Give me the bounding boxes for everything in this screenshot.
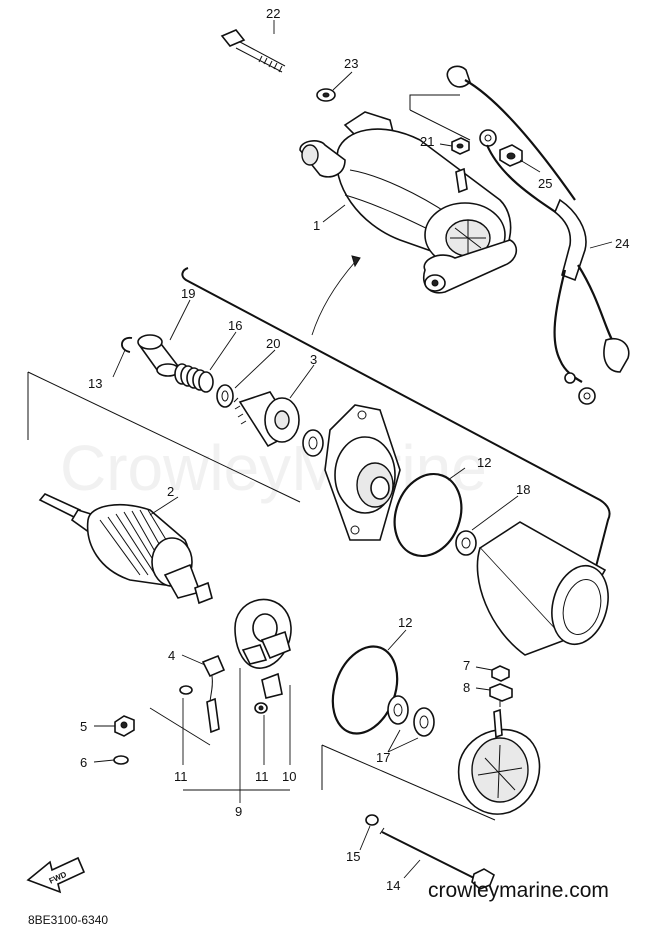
nut-21	[451, 137, 470, 155]
terminal-bolt-8	[489, 683, 513, 707]
rear-end-cover	[321, 708, 541, 821]
callout-20: 20	[266, 336, 280, 351]
yoke-housing	[476, 521, 609, 656]
callout-25: 25	[538, 176, 552, 191]
fwd-arrow-icon: FWD	[26, 856, 86, 894]
collar-19	[137, 334, 180, 377]
callout-labels: 22 23 1 21 25 24 19 16 20 3 13 2 12 18 1…	[80, 6, 629, 893]
callout-1: 1	[313, 218, 320, 233]
battery-cable-24	[446, 65, 630, 405]
callout-23: 23	[344, 56, 358, 71]
spring-16	[174, 363, 214, 393]
washer-23	[316, 88, 336, 102]
callout-17: 17	[376, 750, 390, 765]
callout-9: 9	[235, 804, 242, 819]
washer-small	[302, 429, 324, 457]
o-ring-12-upper	[393, 472, 463, 558]
diagram-code: 8BE3100-6340	[28, 913, 108, 927]
callout-19: 19	[181, 286, 195, 301]
callout-14: 14	[386, 878, 400, 893]
callout-8: 8	[463, 680, 470, 695]
pinion-clutch-3	[233, 391, 300, 448]
callout-4: 4	[168, 648, 175, 663]
nut-7	[491, 665, 510, 682]
website-label: crowleymarine.com	[428, 879, 609, 902]
through-bolt-14	[379, 827, 495, 890]
callout-13: 13	[88, 376, 102, 391]
callout-15: 15	[346, 849, 360, 864]
callout-18: 18	[516, 482, 530, 497]
assembly-arrow	[311, 255, 361, 336]
starter-motor-assembly-1	[299, 94, 518, 294]
front-bracket-housing	[324, 404, 401, 541]
callout-16: 16	[228, 318, 242, 333]
terminal-ring	[479, 129, 497, 147]
exploded-group-bracket	[27, 267, 611, 591]
callout-22: 22	[266, 6, 280, 21]
callout-6: 6	[80, 755, 87, 770]
bolt-22	[220, 29, 286, 73]
callout-10: 10	[282, 769, 296, 784]
callout-12-upper: 12	[477, 455, 491, 470]
callout-2: 2	[167, 484, 174, 499]
brush-holder-plate	[234, 598, 292, 699]
washer-6	[113, 755, 129, 765]
callout-24: 24	[615, 236, 629, 251]
callout-3: 3	[310, 352, 317, 367]
callout-12-lower: 12	[398, 615, 412, 630]
callout-5: 5	[80, 719, 87, 734]
callout-11-right: 11	[255, 769, 269, 784]
washer-20	[216, 384, 234, 408]
o-ring-12-lower	[331, 645, 399, 735]
washer-18	[455, 530, 477, 556]
callout-7: 7	[463, 658, 470, 673]
washer-15	[365, 814, 379, 826]
nut-25	[499, 144, 523, 167]
circlip-13	[121, 337, 133, 353]
washers-17	[387, 695, 435, 737]
nut-5	[114, 715, 135, 737]
leader-lines	[93, 20, 613, 879]
screws-11	[179, 685, 268, 734]
armature-2	[38, 493, 213, 605]
callout-11-left: 11	[174, 769, 188, 784]
callout-21: 21	[420, 134, 434, 149]
